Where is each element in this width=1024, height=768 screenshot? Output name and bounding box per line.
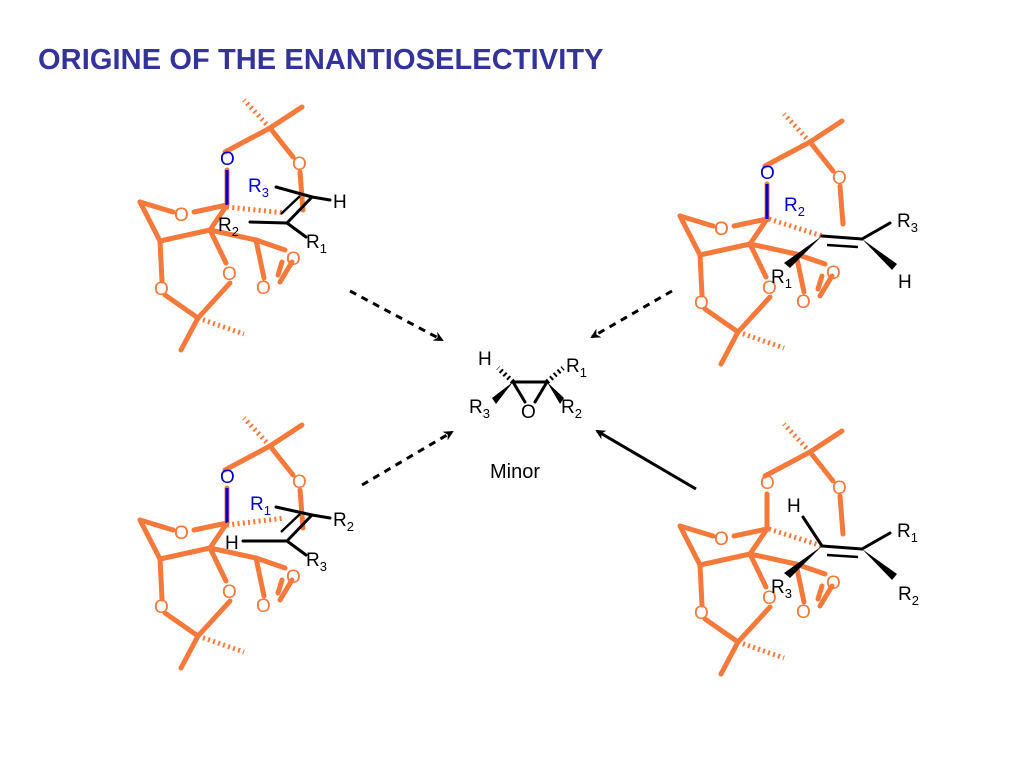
catalyst-oxygen: O — [286, 249, 301, 270]
catalyst-oxygen: O — [826, 263, 841, 284]
r2-label: R2 — [218, 215, 239, 239]
transition-state-bottom-right: O O O O O O O H R1 R3 R2 — [680, 424, 919, 674]
catalyst-oxygen: O — [796, 602, 811, 623]
arrow-top-left — [349, 289, 444, 342]
catalyst-oxygen: O — [760, 473, 775, 494]
r3-label: R3 — [248, 176, 269, 200]
epoxide-r1: R1 — [566, 356, 587, 380]
catalyst-oxygen: O — [714, 219, 729, 240]
transition-state-bottom-left: O O O O O O O R1 R2 H R3 — [140, 418, 354, 668]
catalyst-oxygen: O — [714, 529, 729, 550]
r2-label: R2 — [898, 584, 919, 608]
peroxide-oxygen: O — [220, 467, 235, 488]
transition-state-top-right: O O O O O O O R2 R3 R1 H — [680, 114, 918, 364]
catalyst-oxygen: O — [286, 567, 301, 588]
catalyst-oxygen: O — [694, 603, 709, 624]
catalyst-oxygen: O — [222, 582, 237, 603]
h-label: H — [333, 192, 347, 213]
r3-label: R3 — [306, 550, 327, 574]
catalyst-oxygen: O — [292, 154, 307, 175]
epoxide-h: H — [478, 349, 492, 370]
catalyst-oxygen: O — [694, 293, 709, 314]
slide-title: ORIGINE OF THE ENANTIOSELECTIVITY — [38, 44, 604, 76]
h-label: H — [787, 496, 801, 517]
catalyst-oxygen: O — [174, 205, 189, 226]
epoxide-r3: R3 — [469, 397, 490, 421]
r1-label: R1 — [771, 267, 792, 291]
epoxide-r2: R2 — [561, 397, 582, 421]
catalyst-oxygen: O — [832, 168, 847, 189]
catalyst-oxygen: O — [762, 588, 777, 609]
r2-label: R2 — [784, 195, 805, 219]
product-label: Minor — [490, 461, 540, 483]
catalyst-oxygen: O — [292, 472, 307, 493]
transition-state-top-left: O O O O O O O R3 H R2 R1 — [140, 100, 347, 350]
arrow-bottom-right — [595, 429, 697, 491]
r1-label: R1 — [897, 521, 918, 545]
h-label: H — [225, 533, 239, 554]
peroxide-oxygen: O — [220, 149, 235, 170]
catalyst-oxygen: O — [826, 573, 841, 594]
catalyst-oxygen: O — [762, 278, 777, 299]
catalyst-oxygen: O — [174, 523, 189, 544]
catalyst-oxygen: O — [256, 596, 271, 617]
r1-label: R1 — [306, 232, 327, 256]
arrow-bottom-left — [361, 430, 454, 487]
r3-label: R3 — [897, 211, 918, 235]
catalyst-oxygen: O — [796, 292, 811, 313]
r3-label: R3 — [771, 577, 792, 601]
peroxide-oxygen: O — [760, 163, 775, 184]
catalyst-oxygen: O — [832, 478, 847, 499]
h-label: H — [898, 272, 912, 293]
epoxide-product: H R1 R3 O R2 — [469, 349, 587, 423]
epoxide-oxygen: O — [521, 402, 536, 423]
catalyst-oxygen: O — [154, 597, 169, 618]
catalyst-oxygen: O — [154, 279, 169, 300]
r1-label: R1 — [250, 494, 271, 518]
catalyst-oxygen: O — [256, 278, 271, 299]
catalyst-oxygen: O — [222, 264, 237, 285]
r2-label: R2 — [333, 510, 354, 534]
arrow-top-right — [590, 289, 673, 339]
